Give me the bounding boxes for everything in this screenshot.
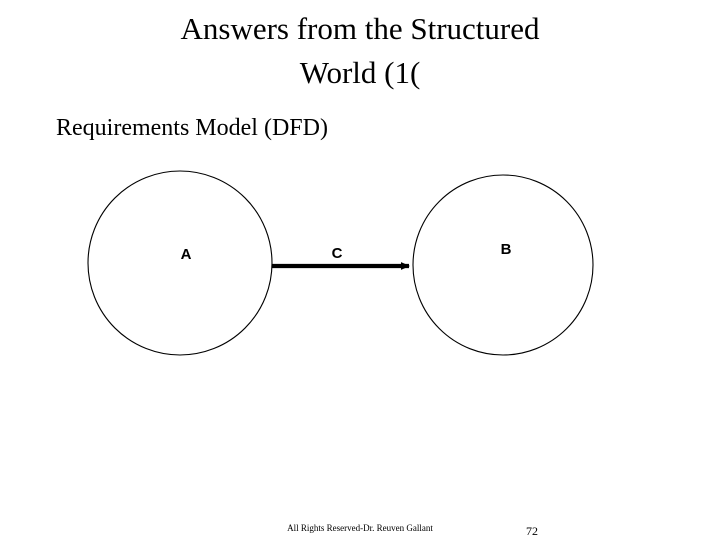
- page-title-line-2: World (1(: [299, 55, 421, 90]
- process-node-a: [87, 170, 273, 356]
- process-node-b: [412, 174, 594, 356]
- page-number: 72: [526, 524, 538, 538]
- page-title-line-1: Answers from the Structured: [180, 11, 540, 46]
- process-node-b-label: B: [500, 241, 512, 258]
- data-flow-c-label: C: [331, 245, 343, 262]
- page-title: Answers from the Structured World (1(: [0, 7, 720, 95]
- process-node-a-label: A: [180, 246, 192, 263]
- footer-credit: All Rights Reserved-Dr. Reuven Gallant: [287, 523, 433, 533]
- subtitle: Requirements Model (DFD): [56, 115, 328, 141]
